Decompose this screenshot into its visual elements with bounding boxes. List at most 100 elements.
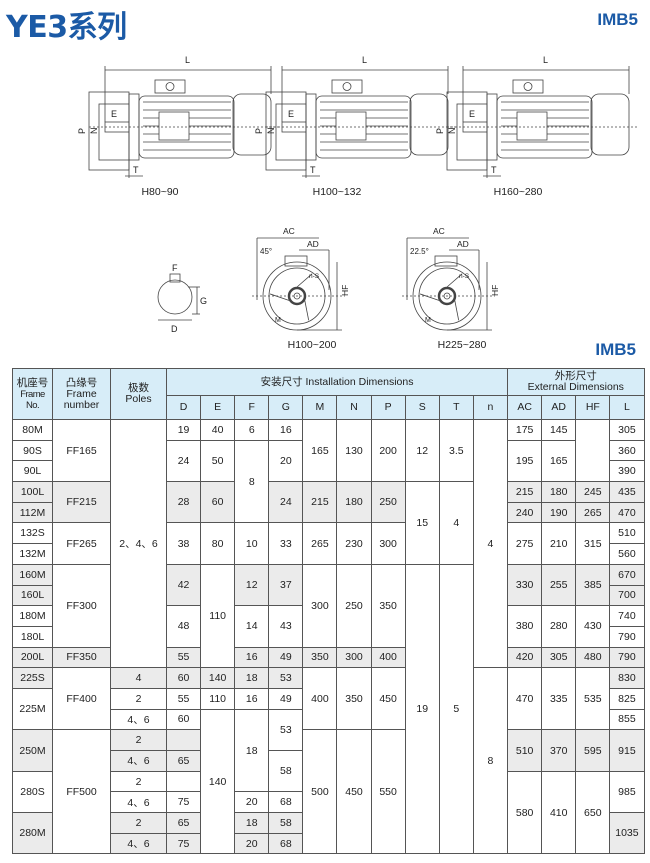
header-frame-no-cn: 机座号 [16,376,49,389]
table-cell: 20 [268,439,304,483]
side-view-caption: H100~132 [313,186,362,198]
table-cell: FF215 [52,481,111,524]
table-cell: 8 [234,439,270,524]
table-cell: 65 [165,750,202,772]
label-L: L [543,55,548,65]
table-cell: 510 [609,522,645,545]
table-cell: 8 [472,667,509,855]
table-cell: 18 [234,812,270,834]
table-cell: 90S [12,439,53,462]
table-section-label: IMB5 [595,340,636,359]
column-header-F: F [234,395,270,420]
table-cell: 160M [12,563,53,586]
table-cell: 37 [268,563,304,607]
column-header-G: G [268,395,304,420]
table-cell: 535 [575,667,611,731]
table-cell: 305 [541,646,577,669]
table-cell: 215 [507,481,543,503]
table-cell [165,729,202,751]
column-header-D: D [165,395,202,420]
table-cell: 1035 [609,812,645,855]
label-N: N [447,128,457,135]
table-cell: 2、4、6 [110,418,167,669]
label-AC: AC [433,226,445,236]
side-view-caption: H80~90 [141,186,178,198]
table-cell: 100L [12,481,53,503]
table-cell: 280M [12,812,53,855]
table-cell: 275 [507,522,543,565]
table-cell: 360 [609,439,645,462]
table-cell: 14 [234,605,270,648]
label-angle: 22.5° [410,247,429,256]
table-cell: 40 [200,419,236,441]
label-M: M [425,317,431,324]
table-cell: 28 [165,481,202,524]
table-cell [575,418,611,483]
table-cell: 90L [12,460,53,483]
table-cell: 985 [609,770,645,814]
table-cell: 33 [268,522,304,565]
table-cell: 20 [234,791,270,814]
mount-type-label: IMB5 [597,10,638,29]
table-cell: 24 [165,439,202,483]
table-cell: 180 [541,481,577,503]
table-cell: 16 [268,419,304,441]
table-cell: 12 [404,418,440,483]
table-cell: 180 [336,481,372,524]
table-cell: FF350 [52,646,111,669]
label-N: N [89,128,99,135]
table-cell: 410 [541,770,577,855]
label-P: P [254,128,264,134]
table-cell: 110 [200,687,236,710]
table-cell: 215 [302,481,338,524]
table-cell: 10 [234,522,270,565]
table-cell: 55 [165,646,202,669]
table-cell: 60 [200,481,236,524]
table-cell: 225M [12,687,53,731]
table-cell: 400 [370,646,406,669]
table-cell: 53 [268,667,304,689]
table-cell: FF400 [52,667,111,731]
table-cell: 700 [609,584,645,607]
label-HF: HF [340,285,350,296]
table-cell: 450 [336,729,372,855]
table-cell: 60 [165,708,202,731]
table-cell: 200 [370,418,406,483]
table-cell: 165 [541,439,577,483]
shaft-section-drawing: FGD [157,263,207,334]
label-E: E [288,109,294,119]
column-header-L: L [609,395,645,420]
table-cell: 300 [336,646,372,669]
table-cell: 385 [575,563,611,607]
label-AC: AC [283,226,295,236]
table-cell: 4、6 [110,708,167,731]
header-external-cn: 外形尺寸 [554,370,597,382]
table-cell: 250 [336,563,372,648]
table-cell: 165 [302,418,338,483]
table-cell: 250M [12,729,53,772]
table-cell: FF300 [52,563,111,648]
label-T: T [491,165,497,175]
table-cell: 58 [268,749,304,793]
table-cell: 19 [165,419,202,441]
column-header-HF: HF [575,395,611,420]
table-cell: 915 [609,729,645,772]
table-cell: 480 [575,646,611,669]
label-n-S: n-S [459,273,470,280]
table-cell: 48 [165,605,202,648]
label-D: D [171,324,178,334]
table-cell: 12 [234,563,270,607]
